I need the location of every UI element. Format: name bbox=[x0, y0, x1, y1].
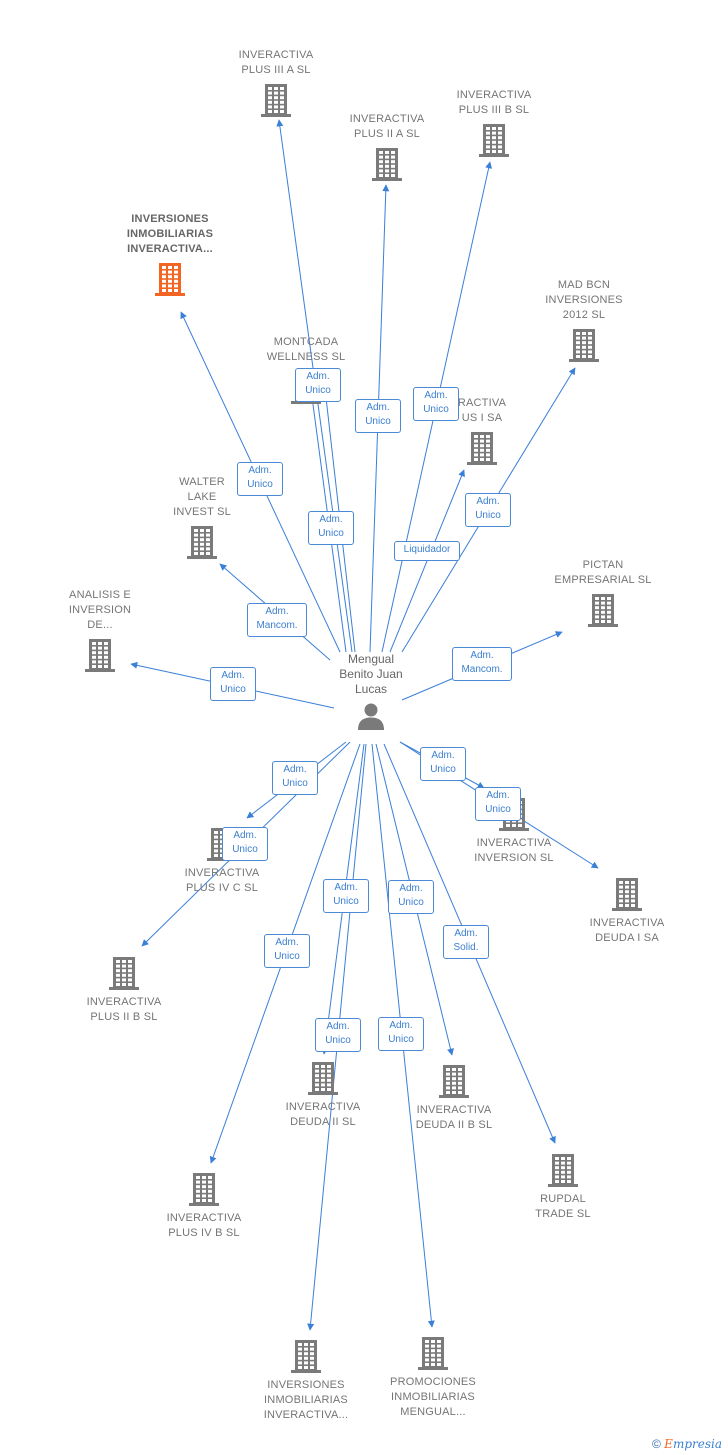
company-label: INVERACTIVA INVERSION SL bbox=[474, 837, 554, 864]
building-icon bbox=[372, 148, 402, 181]
edge-label-deuda2b: Adm. Unico bbox=[388, 880, 434, 914]
company-node-rupdal[interactable]: RUPDAL TRADE SL bbox=[498, 1152, 628, 1222]
company-label: INVERACTIVA PLUS II A SL bbox=[349, 113, 425, 140]
building-icon bbox=[439, 1065, 469, 1098]
person-node[interactable]: Mengual Benito Juan Lucas bbox=[316, 652, 426, 731]
edge-label-inv3b: Adm. Unico bbox=[413, 387, 459, 421]
edge-label-plus2b: Adm. Unico bbox=[222, 827, 268, 861]
building-icon bbox=[418, 1337, 448, 1370]
company-label: INVERACTIVA PLUS IV B SL bbox=[166, 1212, 242, 1239]
edge-label-inv2a: Adm. Unico bbox=[355, 399, 401, 433]
building-icon bbox=[479, 124, 509, 157]
company-node-analisis[interactable]: ANALISIS E INVERSION DE... bbox=[35, 588, 165, 673]
person-icon bbox=[358, 703, 384, 730]
edge-label-analisis: Adm. Unico bbox=[210, 667, 256, 701]
edge-label-montcada: Adm. Unico bbox=[308, 511, 354, 545]
building-icon bbox=[189, 1173, 219, 1206]
company-label: INVERACTIVA DEUDA II SL bbox=[285, 1101, 361, 1128]
building-icon bbox=[291, 1340, 321, 1373]
edge-label-walter: Adm. Mancom. bbox=[247, 603, 307, 637]
building-icon bbox=[612, 878, 642, 911]
footer-brand: © Empresia bbox=[652, 1437, 722, 1451]
company-label: PICTAN EMPRESARIAL SL bbox=[554, 559, 652, 586]
brand-logo: Empresia bbox=[664, 1437, 722, 1451]
company-label: PROMOCIONES INMOBILIARIAS MENGUAL... bbox=[390, 1376, 476, 1418]
edge-label-inv3a: Adm. Unico bbox=[295, 368, 341, 402]
edge-label-deuda2: Adm. Unico bbox=[323, 879, 369, 913]
building-icon bbox=[548, 1154, 578, 1187]
company-node-invinm[interactable]: INVERSIONES INMOBILIARIAS INVERACTIVA... bbox=[105, 212, 235, 297]
company-node-pictan[interactable]: PICTAN EMPRESARIAL SL bbox=[538, 558, 668, 628]
edge-label-invinm: Adm. Unico bbox=[237, 462, 283, 496]
company-node-plus1[interactable]: RACTIVA US I SA bbox=[417, 396, 547, 466]
building-icon bbox=[85, 639, 115, 672]
company-node-madbcn[interactable]: MAD BCN INVERSIONES 2012 SL bbox=[519, 278, 649, 363]
edge-label-invsl: Adm. Unico bbox=[420, 747, 466, 781]
edge-label-promo: Adm. Unico bbox=[378, 1017, 424, 1051]
company-label: RACTIVA US I SA bbox=[457, 397, 507, 424]
edge-label-invinm2: Adm. Unico bbox=[315, 1018, 361, 1052]
person-name: Mengual Benito Juan Lucas bbox=[339, 652, 403, 696]
company-node-inv3b[interactable]: INVERACTIVA PLUS III B SL bbox=[429, 88, 559, 158]
building-icon bbox=[588, 594, 618, 627]
company-node-deuda2[interactable]: INVERACTIVA DEUDA II SL bbox=[258, 1060, 388, 1130]
company-label: WALTER LAKE INVEST SL bbox=[173, 476, 231, 518]
company-label: MONTCADA WELLNESS SL bbox=[266, 336, 346, 363]
company-node-promo[interactable]: PROMOCIONES INMOBILIARIAS MENGUAL... bbox=[368, 1335, 498, 1420]
company-label: INVERACTIVA PLUS III B SL bbox=[456, 89, 532, 116]
company-node-plus4b[interactable]: INVERACTIVA PLUS IV B SL bbox=[139, 1171, 269, 1241]
edge-label-pictan: Adm. Mancom. bbox=[452, 647, 512, 681]
building-icon bbox=[109, 957, 139, 990]
company-label: INVERACTIVA PLUS II B SL bbox=[86, 996, 162, 1023]
building-icon bbox=[261, 84, 291, 117]
company-node-deuda2b[interactable]: INVERACTIVA DEUDA II B SL bbox=[389, 1063, 519, 1133]
company-node-plus2b[interactable]: INVERACTIVA PLUS II B SL bbox=[59, 955, 189, 1025]
company-label: MAD BCN INVERSIONES 2012 SL bbox=[545, 279, 623, 321]
company-label: INVERACTIVA PLUS III A SL bbox=[238, 49, 314, 76]
edge-label-rupdal: Adm. Solid. bbox=[443, 925, 489, 959]
company-node-deuda1[interactable]: INVERACTIVA DEUDA I SA bbox=[562, 876, 692, 946]
building-icon bbox=[308, 1062, 338, 1095]
company-label: INVERSIONES INMOBILIARIAS INVERACTIVA... bbox=[126, 213, 214, 255]
company-node-walter[interactable]: WALTER LAKE INVEST SL bbox=[137, 475, 267, 560]
edge-label-plus1: Liquidador bbox=[394, 541, 460, 561]
company-label: INVERACTIVA PLUS IV C SL bbox=[184, 867, 260, 894]
company-label: INVERSIONES INMOBILIARIAS INVERACTIVA... bbox=[263, 1379, 349, 1421]
edge-label-madbcn: Adm. Unico bbox=[465, 493, 511, 527]
copyright-icon: © bbox=[651, 1437, 661, 1451]
edge-label-plus4b: Adm. Unico bbox=[264, 934, 310, 968]
edge-label-plus4c: Adm. Unico bbox=[272, 761, 318, 795]
building-icon bbox=[187, 526, 217, 559]
company-node-inv2a[interactable]: INVERACTIVA PLUS II A SL bbox=[322, 112, 452, 182]
building-icon bbox=[155, 263, 185, 296]
company-label: INVERACTIVA DEUDA I SA bbox=[589, 917, 665, 944]
company-node-invinm2[interactable]: INVERSIONES INMOBILIARIAS INVERACTIVA... bbox=[241, 1338, 371, 1423]
edge-line-plus1 bbox=[389, 469, 465, 653]
edge-label-deuda1: Adm. Unico bbox=[475, 787, 521, 821]
company-label: INVERACTIVA DEUDA II B SL bbox=[415, 1104, 493, 1131]
building-icon bbox=[467, 432, 497, 465]
company-node-inv3a[interactable]: INVERACTIVA PLUS III A SL bbox=[211, 48, 341, 118]
company-label: RUPDAL TRADE SL bbox=[535, 1193, 591, 1220]
building-icon bbox=[569, 329, 599, 362]
company-label: ANALISIS E INVERSION DE... bbox=[68, 589, 132, 631]
